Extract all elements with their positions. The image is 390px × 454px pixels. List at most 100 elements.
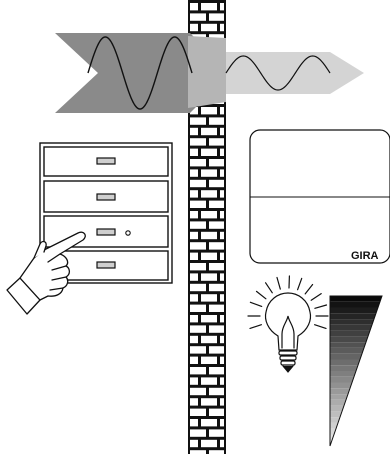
- brick: [209, 367, 224, 374]
- brick: [209, 117, 224, 124]
- brick: [220, 128, 224, 135]
- brick: [209, 13, 224, 20]
- button-indicator: [97, 194, 115, 200]
- brick: [220, 169, 224, 176]
- brick: [220, 24, 224, 31]
- brick: [201, 357, 217, 364]
- brick: [201, 149, 217, 156]
- brick: [220, 253, 224, 260]
- brick: [201, 440, 217, 447]
- brick: [220, 273, 224, 280]
- push-button-1[interactable]: [44, 147, 168, 176]
- dimming-band: [330, 377, 354, 383]
- brick: [190, 128, 198, 135]
- brick: [190, 149, 198, 156]
- brick: [190, 398, 198, 405]
- dimming-band: [330, 308, 378, 314]
- brick: [190, 263, 206, 270]
- brick: [201, 24, 217, 31]
- rocker-switch-panel: GIRA: [250, 130, 390, 263]
- light-ray: [315, 305, 327, 308]
- dimming-band: [330, 342, 366, 348]
- dimming-band: [330, 319, 374, 325]
- brick: [220, 211, 224, 218]
- brick: [201, 273, 217, 280]
- brick: [209, 409, 224, 416]
- bulb-base: [279, 351, 297, 372]
- brick: [190, 117, 206, 124]
- brick: [201, 294, 217, 301]
- dimming-band: [330, 331, 370, 337]
- light-bulb-icon: [248, 276, 328, 372]
- brick: [190, 138, 206, 145]
- push-button-2[interactable]: [44, 181, 168, 212]
- brick: [190, 357, 198, 364]
- brick: [190, 159, 206, 166]
- button-indicator: [97, 262, 115, 268]
- brick: [190, 315, 198, 322]
- brick: [190, 419, 198, 426]
- brick: [201, 128, 217, 135]
- brick: [209, 180, 224, 187]
- brick: [190, 450, 206, 454]
- brick: [220, 315, 224, 322]
- dimming-band: [330, 388, 350, 394]
- brick: [220, 336, 224, 343]
- brick: [209, 159, 224, 166]
- brick: [190, 24, 198, 31]
- light-ray: [257, 291, 266, 298]
- brick: [209, 284, 224, 291]
- dimming-band: [330, 296, 382, 302]
- brick: [190, 169, 198, 176]
- dimming-band: [330, 313, 376, 319]
- brick: [190, 180, 206, 187]
- signal-arrow-through-wall: [188, 36, 226, 108]
- dimming-gradient-icon: [330, 296, 382, 446]
- brick: [190, 242, 206, 249]
- rocker-upper[interactable]: [251, 131, 389, 196]
- brick: [201, 211, 217, 218]
- brick: [220, 377, 224, 384]
- bulb-glass: [266, 293, 311, 350]
- brick: [190, 409, 206, 416]
- brick: [220, 107, 224, 114]
- dimming-band: [330, 302, 380, 308]
- brick: [190, 294, 198, 301]
- brick: [190, 440, 198, 447]
- brick: [209, 388, 224, 395]
- brick: [201, 377, 217, 384]
- brick: [201, 107, 217, 114]
- brick: [190, 367, 206, 374]
- light-ray: [250, 302, 261, 306]
- brick: [190, 201, 206, 208]
- dimming-band: [330, 371, 356, 377]
- brick: [201, 190, 217, 197]
- brick: [190, 211, 198, 218]
- radio-signal-arrow: [55, 33, 364, 113]
- brick: [201, 232, 217, 239]
- dimming-band: [330, 325, 372, 331]
- dimming-band: [330, 383, 352, 389]
- dimming-band: [330, 348, 364, 354]
- brick: [190, 273, 198, 280]
- brick: [190, 221, 206, 228]
- brick: [190, 3, 198, 10]
- brick: [220, 149, 224, 156]
- brick: [220, 440, 224, 447]
- brick: [220, 232, 224, 239]
- brick: [201, 315, 217, 322]
- brick: [201, 419, 217, 426]
- brick: [209, 325, 224, 332]
- light-ray: [266, 283, 273, 293]
- brick: [220, 419, 224, 426]
- brick: [201, 336, 217, 343]
- brick: [190, 253, 198, 260]
- brick: [190, 388, 206, 395]
- dimming-band: [330, 336, 368, 342]
- brand-label: GIRA: [351, 250, 379, 262]
- brick: [190, 346, 206, 353]
- dimming-band: [330, 360, 360, 366]
- brick: [190, 377, 198, 384]
